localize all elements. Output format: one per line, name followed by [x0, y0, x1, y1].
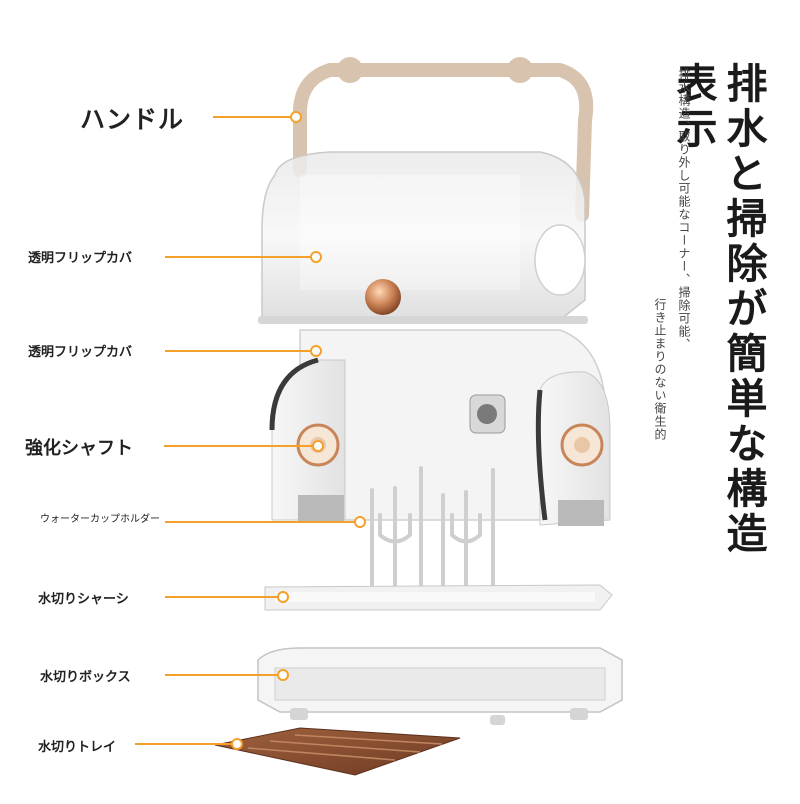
- leader-lines: [135, 116, 360, 745]
- label-shaft: 強化シャフト: [25, 438, 133, 459]
- description-line-3: 行き止まりのない衛生的: [653, 298, 667, 441]
- label-handle: ハンドル: [80, 105, 185, 134]
- vertical-title: 排水と掃除が簡単な構造表示: [669, 62, 767, 557]
- leader-dot-cover-2: [310, 345, 322, 357]
- leader-dot-cup-holder: [354, 516, 366, 528]
- flip-cover-top: [258, 151, 588, 324]
- cup-holder-rods: [370, 466, 495, 592]
- leader-dot-handle: [290, 111, 302, 123]
- copper-knob: [365, 279, 401, 315]
- label-flip-cover-1: 透明フリップカバ: [28, 251, 133, 266]
- label-drain-tray: 水切りトレイ: [38, 740, 117, 755]
- drain-tray-part: [214, 727, 461, 776]
- leader-dots: [231, 111, 366, 750]
- label-drain-box: 水切りボックス: [40, 670, 131, 685]
- side-panel-left: [269, 357, 346, 521]
- label-cup-holder: ウォーターカップホルダー: [40, 514, 160, 525]
- leader-dot-shaft: [312, 440, 324, 452]
- description-line-2: 取り外し可能なコーナー、掃除可能、: [677, 130, 691, 351]
- flip-cover-lower: [299, 329, 606, 521]
- side-panel-right: [535, 371, 611, 526]
- description-line-1: 排水構造、: [677, 68, 691, 133]
- leader-dot-chassis: [277, 591, 289, 603]
- drain-box-part: [257, 647, 623, 725]
- drain-chassis-part: [264, 584, 613, 611]
- label-drain-chassis: 水切りシャーシ: [38, 592, 129, 607]
- label-flip-cover-2: 透明フリップカバ: [28, 345, 133, 360]
- leader-dot-cover-1: [310, 251, 322, 263]
- leader-dot-tray: [231, 738, 243, 750]
- leader-dot-box: [277, 669, 289, 681]
